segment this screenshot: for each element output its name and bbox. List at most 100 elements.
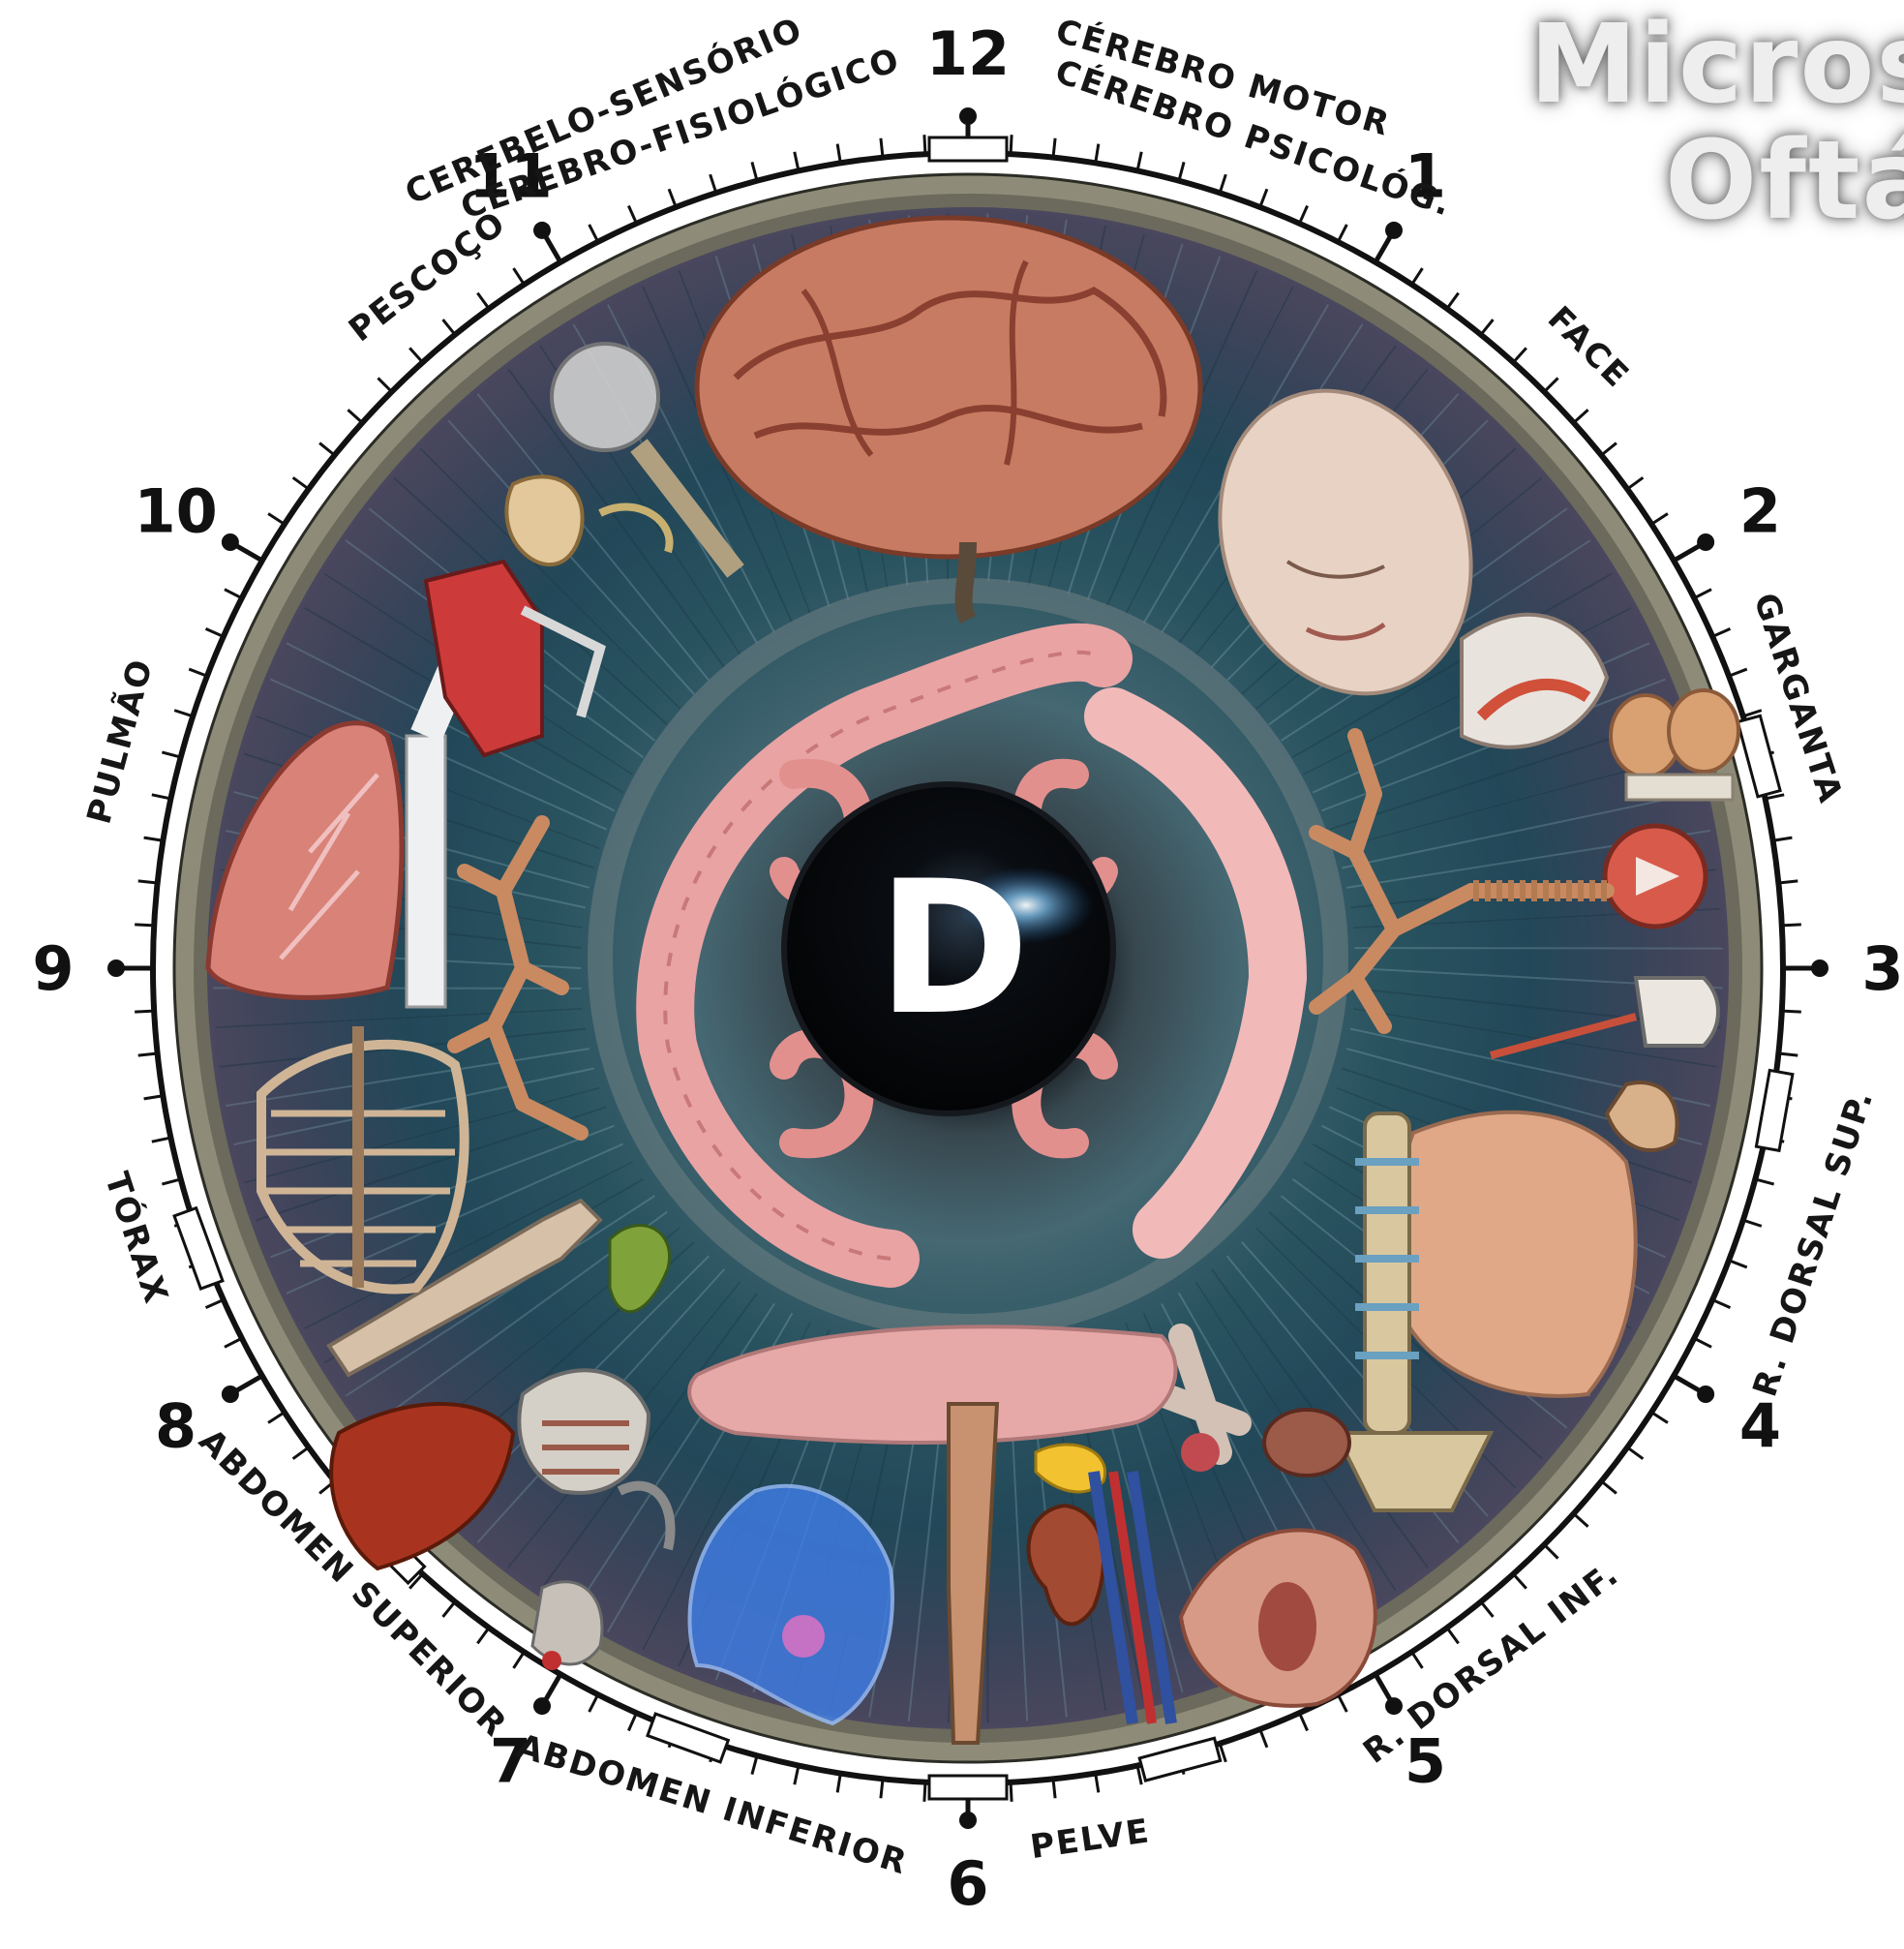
zone-label-pelve: PELVE	[1028, 1812, 1153, 1867]
tick-mark	[174, 711, 193, 716]
tick-mark	[1574, 1513, 1588, 1526]
tick-mark	[268, 514, 285, 525]
tick-mark	[1412, 268, 1423, 285]
tick-mark	[138, 881, 158, 883]
tick-mark	[1778, 881, 1798, 883]
tick-mark	[837, 144, 840, 164]
corner-title-line-1: Micros	[1529, 2, 1904, 128]
tick-mark	[1179, 162, 1184, 180]
hour-number: 12	[926, 18, 1010, 89]
hour-number: 6	[947, 1848, 988, 1919]
tick-mark	[1447, 1628, 1459, 1643]
zone-label-pulmao: PULMÃO	[78, 654, 161, 828]
tick-mark	[1481, 1601, 1494, 1617]
tick-mark	[1053, 138, 1055, 158]
hour-dot	[107, 959, 125, 977]
corner-title-line-2: Oftá	[1665, 118, 1904, 244]
tick-mark	[443, 1601, 456, 1617]
hour-number: 2	[1739, 476, 1781, 547]
tick-mark	[1338, 1694, 1346, 1712]
tick-mark	[162, 752, 180, 757]
pupil: D	[784, 784, 1113, 1113]
tick-mark	[1755, 1179, 1773, 1184]
tick-mark	[1651, 1413, 1668, 1423]
tick-mark	[1260, 1729, 1267, 1748]
thyroid-icon	[1611, 690, 1738, 800]
tick-mark	[1513, 1574, 1526, 1589]
tick-mark	[1544, 1544, 1557, 1558]
back-icon	[1397, 1112, 1635, 1396]
tick-mark	[293, 1447, 309, 1459]
tick-mark	[1773, 837, 1793, 840]
hour-dot	[1697, 533, 1714, 551]
tick-mark	[348, 410, 362, 422]
hour-dot	[222, 1386, 239, 1403]
tick-mark	[628, 206, 636, 224]
tick-mark	[669, 189, 676, 207]
dial-notch	[929, 137, 1007, 161]
tick-mark	[1338, 225, 1346, 242]
tick-mark	[1627, 477, 1643, 489]
tick-mark	[189, 669, 207, 676]
tick-mark	[135, 1011, 154, 1012]
bladder-icon	[1264, 1410, 1349, 1476]
tick-mark	[1601, 1481, 1617, 1494]
tick-mark	[1220, 174, 1225, 193]
tick-mark	[1513, 348, 1526, 362]
tick-mark	[206, 628, 224, 636]
hour-number: 4	[1739, 1391, 1781, 1462]
tick-mark	[752, 1755, 757, 1774]
hour-dot	[1697, 1386, 1714, 1403]
tick-mark	[1694, 590, 1711, 598]
tick-mark	[1053, 1779, 1055, 1798]
tick-mark	[881, 1779, 883, 1798]
hour-number: 3	[1861, 933, 1903, 1004]
tick-mark	[1096, 1774, 1099, 1793]
tick-mark	[1299, 206, 1307, 224]
tick-mark	[477, 1628, 489, 1643]
hour-number: 9	[32, 933, 74, 1004]
hour-number: 10	[134, 476, 217, 547]
tick-mark	[1299, 1713, 1307, 1730]
tick-mark	[1729, 1261, 1747, 1267]
tick-mark	[1729, 669, 1747, 676]
hour-dot	[222, 533, 239, 551]
tick-mark	[881, 138, 883, 158]
tick-mark	[1627, 1447, 1643, 1459]
tick-mark	[1712, 628, 1730, 636]
tick-mark	[206, 1299, 224, 1307]
tick-mark	[589, 225, 598, 242]
hour-dot	[959, 107, 977, 125]
tick-mark	[293, 477, 309, 489]
tick-mark	[1712, 1299, 1730, 1307]
tick-mark	[225, 590, 242, 598]
tick-mark	[319, 443, 335, 456]
tick-mark	[1481, 320, 1494, 335]
tick-mark	[268, 1413, 285, 1423]
dial-notch	[929, 1776, 1007, 1799]
tick-mark	[1743, 1220, 1762, 1226]
tick-mark	[378, 378, 391, 391]
tick-mark	[1778, 1053, 1798, 1055]
tick-mark	[752, 162, 757, 180]
tick-mark	[477, 293, 489, 309]
tick-mark	[1096, 144, 1099, 164]
tick-mark	[1782, 925, 1801, 926]
tick-mark	[795, 1766, 799, 1785]
tick-mark	[924, 135, 925, 154]
hour-dot	[1811, 959, 1828, 977]
tick-mark	[443, 320, 456, 335]
tick-mark	[1651, 514, 1668, 525]
tick-mark	[837, 1774, 840, 1793]
hour-dot	[1385, 222, 1403, 239]
tick-mark	[795, 152, 799, 171]
tick-mark	[162, 1179, 180, 1184]
tick-mark	[628, 1713, 636, 1730]
tick-mark	[152, 1138, 171, 1142]
tick-mark	[135, 925, 154, 926]
tick-mark	[225, 1338, 242, 1347]
tick-mark	[144, 1096, 164, 1099]
tick-mark	[514, 1652, 525, 1668]
tick-mark	[514, 268, 525, 285]
